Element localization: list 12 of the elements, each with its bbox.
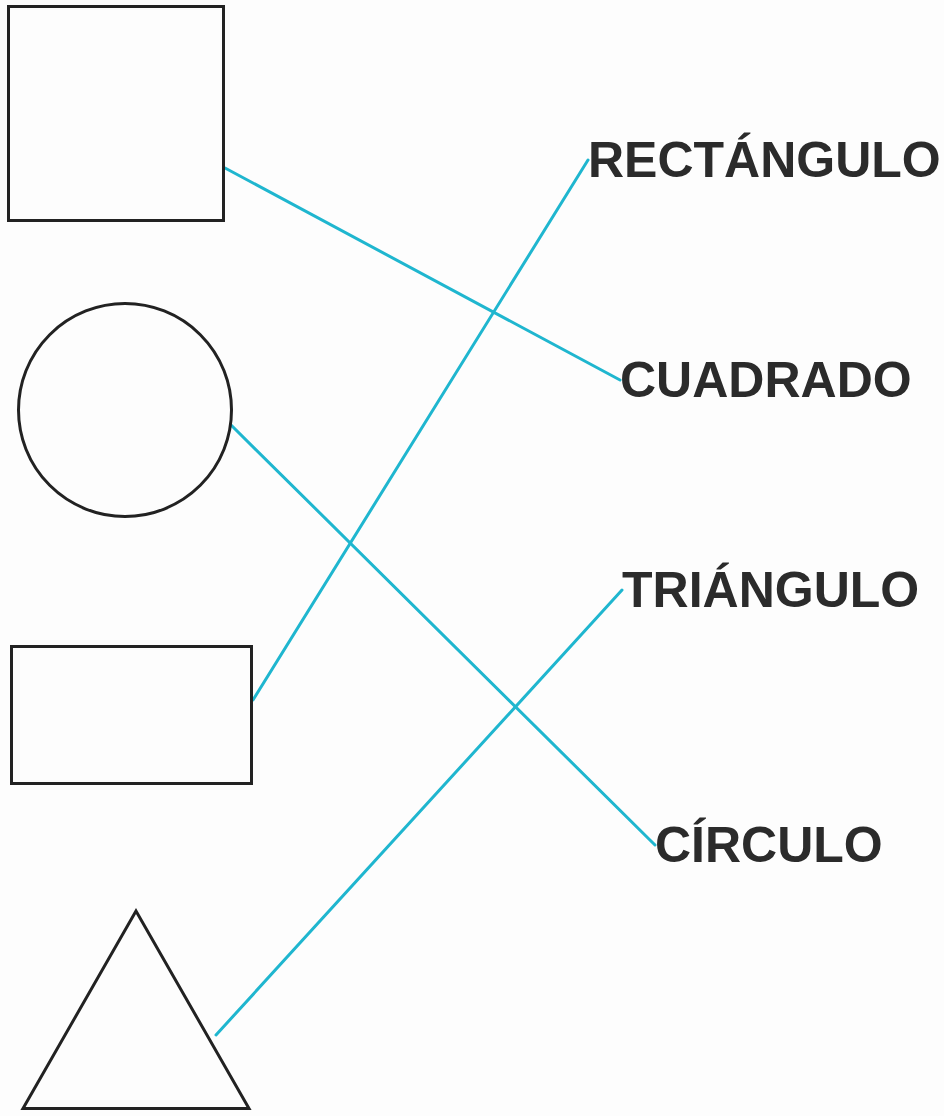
connecting-line xyxy=(223,166,622,382)
circle-shape xyxy=(17,302,233,518)
connecting-line xyxy=(229,423,657,847)
shape-name-label: CUADRADO xyxy=(620,350,912,410)
connecting-line xyxy=(214,588,624,1037)
rectangle-shape xyxy=(10,645,253,785)
shape-name-label: TRIÁNGULO xyxy=(622,560,920,620)
shape-name-label: RECTÁNGULO xyxy=(588,130,941,190)
triangle-shape xyxy=(20,908,252,1110)
square-shape xyxy=(7,5,225,222)
connecting-line xyxy=(251,158,590,702)
shape-name-label: CÍRCULO xyxy=(655,815,883,875)
